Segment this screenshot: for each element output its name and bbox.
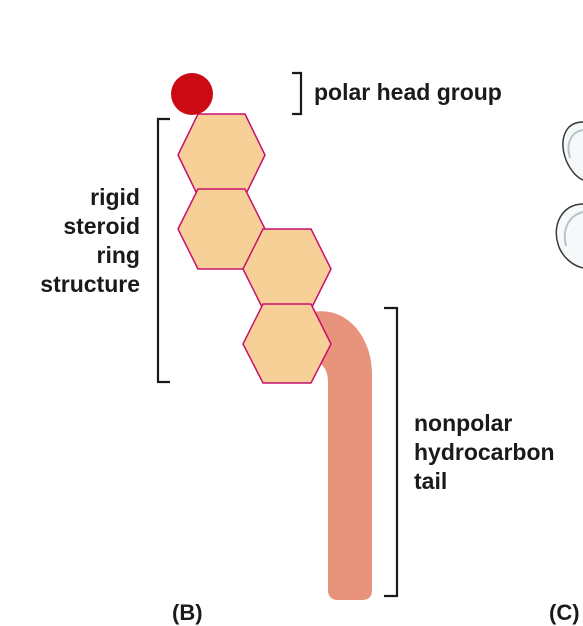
tail-bracket [384, 306, 399, 598]
steroid-ring-1 [177, 113, 266, 197]
hydrocarbon-tail [305, 311, 372, 600]
steroid-ring-label-line-3: ring [96, 242, 140, 268]
polar-head-circle [171, 73, 213, 115]
hydrocarbon-tail-label-line-2: hydrocarbon [414, 439, 555, 465]
panel-letter-c: (C) [549, 600, 580, 625]
steroid-ring-label-line-2: steroid [63, 213, 140, 239]
hydrocarbon-tail-label-line-1: nonpolar [414, 410, 513, 436]
hydrocarbon-tail-label: nonpolar hydrocarbon tail [414, 409, 555, 496]
steroid-ring-label: rigid steroid ring structure [40, 183, 140, 299]
adjacent-sphere-highlights [563, 129, 583, 247]
adjacent-sphere-2 [555, 203, 583, 269]
panel-letter-b: (B) [172, 600, 203, 625]
steroid-ring-3 [242, 228, 332, 310]
hydrocarbon-tail-label-line-3: tail [414, 468, 448, 494]
adjacent-panel-molecules [555, 121, 583, 269]
steroid-ring-label-line-4: structure [40, 271, 140, 297]
rings-bracket [156, 117, 170, 384]
cholesterol-diagram [156, 71, 583, 600]
adjacent-sphere-1 [562, 121, 583, 181]
steroid-ring-label-line-1: rigid [90, 184, 140, 210]
steroid-rings [177, 113, 332, 384]
head-bracket [292, 71, 303, 116]
steroid-ring-4 [242, 303, 332, 384]
polar-head-group-label: polar head group [314, 79, 502, 105]
